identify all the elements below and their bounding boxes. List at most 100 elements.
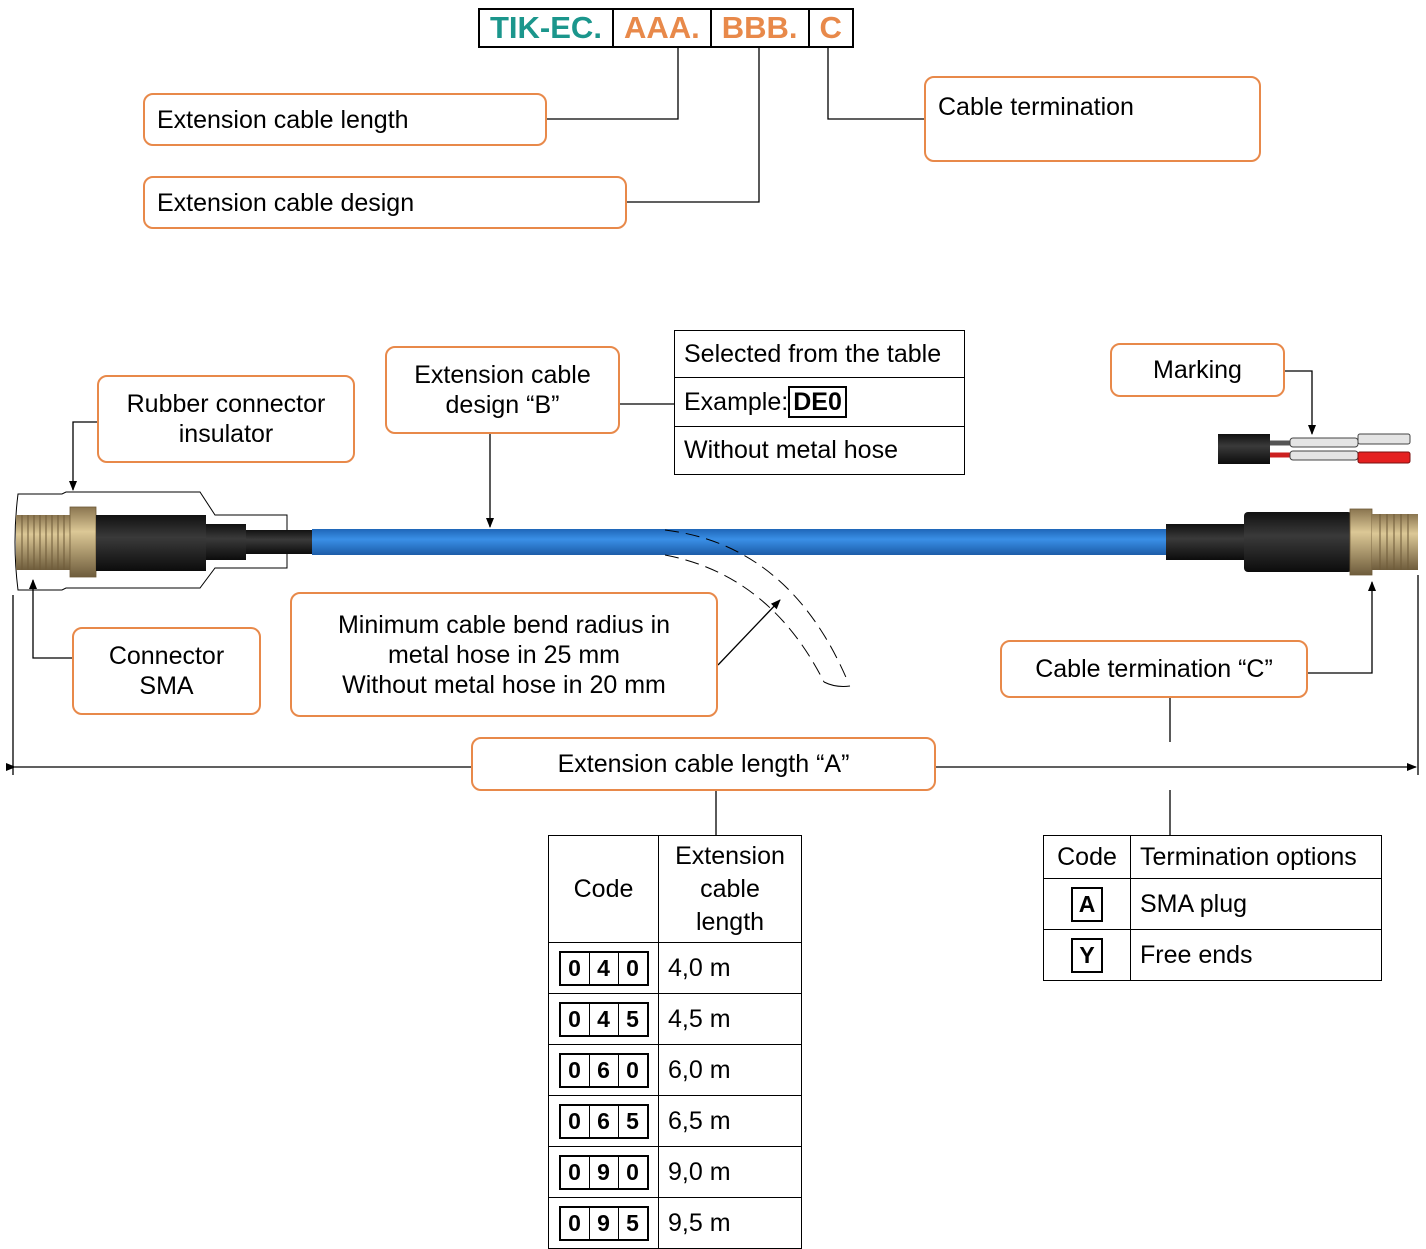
callout-marking-text: Marking bbox=[1153, 356, 1242, 384]
callout-extension-design-text: Extension cable design bbox=[157, 188, 415, 217]
callout-cable-termination: Cable termination bbox=[924, 76, 1261, 162]
callout-bend-line1: Minimum cable bend radius in bbox=[337, 610, 671, 639]
callout-design-b-line1: Extension cable bbox=[414, 361, 591, 389]
termination-header-options: Termination options bbox=[1130, 835, 1382, 879]
design-info-table: Selected from the table Example:DE0 With… bbox=[674, 330, 965, 475]
length-code-digit: 5 bbox=[617, 1003, 647, 1035]
length-table-header-length: Extension cable length bbox=[658, 835, 802, 943]
callout-cable-termination-text: Cable termination bbox=[938, 93, 1134, 121]
leader-arrows bbox=[29, 370, 1376, 674]
callout-connector-line1: Connector bbox=[108, 642, 225, 670]
callout-connector-line2: SMA bbox=[139, 672, 194, 700]
termination-label-cell: SMA plug bbox=[1130, 878, 1382, 930]
length-code-digit: 0 bbox=[568, 1056, 581, 1083]
termination-code-cell: Y bbox=[1043, 929, 1131, 981]
callout-design-b: Extension cable design “B” bbox=[385, 346, 620, 434]
termination-label-cell: Free ends bbox=[1130, 929, 1382, 981]
length-code-digit: 9 bbox=[588, 1156, 618, 1188]
callout-extension-design: Extension cable design bbox=[143, 176, 627, 229]
length-value-cell: 6,5 m bbox=[658, 1095, 802, 1147]
header-leader-lines bbox=[547, 48, 925, 203]
length-code-digit: 0 bbox=[568, 1005, 581, 1032]
callout-rubber-insulator: Rubber connector insulator bbox=[97, 375, 355, 463]
length-code-digit: 9 bbox=[588, 1207, 618, 1239]
design-info-example-code: DE0 bbox=[788, 386, 847, 418]
length-code-digit: 4 bbox=[588, 1003, 618, 1035]
length-code-digit: 0 bbox=[617, 952, 647, 984]
blue-cable bbox=[312, 529, 1168, 555]
termination-code: A bbox=[1071, 886, 1103, 922]
callout-length-a-text: Extension cable length “A” bbox=[557, 750, 850, 778]
callout-design-b-line2: design “B” bbox=[445, 391, 560, 419]
callout-connector-sma: Connector SMA bbox=[72, 627, 261, 715]
callout-bend-radius: Minimum cable bend radius in metal hose … bbox=[290, 592, 718, 717]
termination-header-code: Code bbox=[1043, 835, 1131, 879]
code-part-bbb: BBB. bbox=[709, 10, 808, 46]
callout-extension-length: Extension cable length bbox=[143, 93, 547, 146]
callout-bend-line3: Without metal hose in 20 mm bbox=[342, 670, 666, 699]
length-code-digit: 6 bbox=[588, 1054, 618, 1086]
design-info-row2: Example:DE0 bbox=[674, 377, 965, 427]
length-header-line3: length bbox=[695, 907, 765, 936]
length-code-digit: 4 bbox=[588, 952, 618, 984]
termination-row: A SMA plug bbox=[1043, 878, 1382, 930]
length-value-cell: 9,0 m bbox=[658, 1146, 802, 1198]
design-info-row1: Selected from the table bbox=[674, 330, 965, 378]
callout-termination-c: Cable termination “C” bbox=[1000, 640, 1308, 698]
product-code-header: TIK-EC. AAA. BBB. C bbox=[478, 8, 854, 48]
length-code-digit: 0 bbox=[568, 1209, 581, 1236]
callout-rubber-line2: insulator bbox=[178, 420, 274, 448]
cable-termination-illustration bbox=[1166, 508, 1418, 576]
length-value-cell: 9,5 m bbox=[658, 1197, 802, 1249]
code-part-aaa: AAA. bbox=[611, 10, 710, 46]
callout-marking: Marking bbox=[1110, 343, 1285, 397]
length-header-line1: Extension bbox=[675, 841, 785, 870]
sma-connector-illustration bbox=[14, 491, 312, 591]
length-code-digit: 5 bbox=[617, 1105, 647, 1137]
length-code-digit: 0 bbox=[617, 1156, 647, 1188]
length-code-digit: 0 bbox=[617, 1054, 647, 1086]
callout-termination-c-text: Cable termination “C” bbox=[1035, 655, 1273, 683]
length-dimension bbox=[6, 575, 1419, 836]
code-part-c: C bbox=[807, 10, 852, 46]
length-value-cell: 4,0 m bbox=[658, 942, 802, 994]
length-value-cell: 6,0 m bbox=[658, 1044, 802, 1096]
length-code-digit: 5 bbox=[617, 1207, 647, 1239]
length-code-digit: 0 bbox=[568, 954, 581, 981]
bend-radius-guide bbox=[664, 529, 849, 683]
termination-code-cell: A bbox=[1043, 878, 1131, 930]
design-info-row3: Without metal hose bbox=[674, 426, 965, 475]
length-value-cell: 4,5 m bbox=[658, 993, 802, 1045]
free-ends-illustration bbox=[1218, 433, 1411, 464]
callout-rubber-line1: Rubber connector bbox=[126, 390, 326, 418]
length-code-digit: 0 bbox=[568, 1107, 581, 1134]
length-code-digit: 0 bbox=[568, 1158, 581, 1185]
length-header-line2: cable bbox=[700, 874, 760, 903]
callout-extension-length-text: Extension cable length bbox=[157, 105, 409, 134]
length-table-header-code: Code bbox=[548, 835, 659, 943]
callout-bend-line2: metal hose in 25 mm bbox=[387, 640, 621, 669]
